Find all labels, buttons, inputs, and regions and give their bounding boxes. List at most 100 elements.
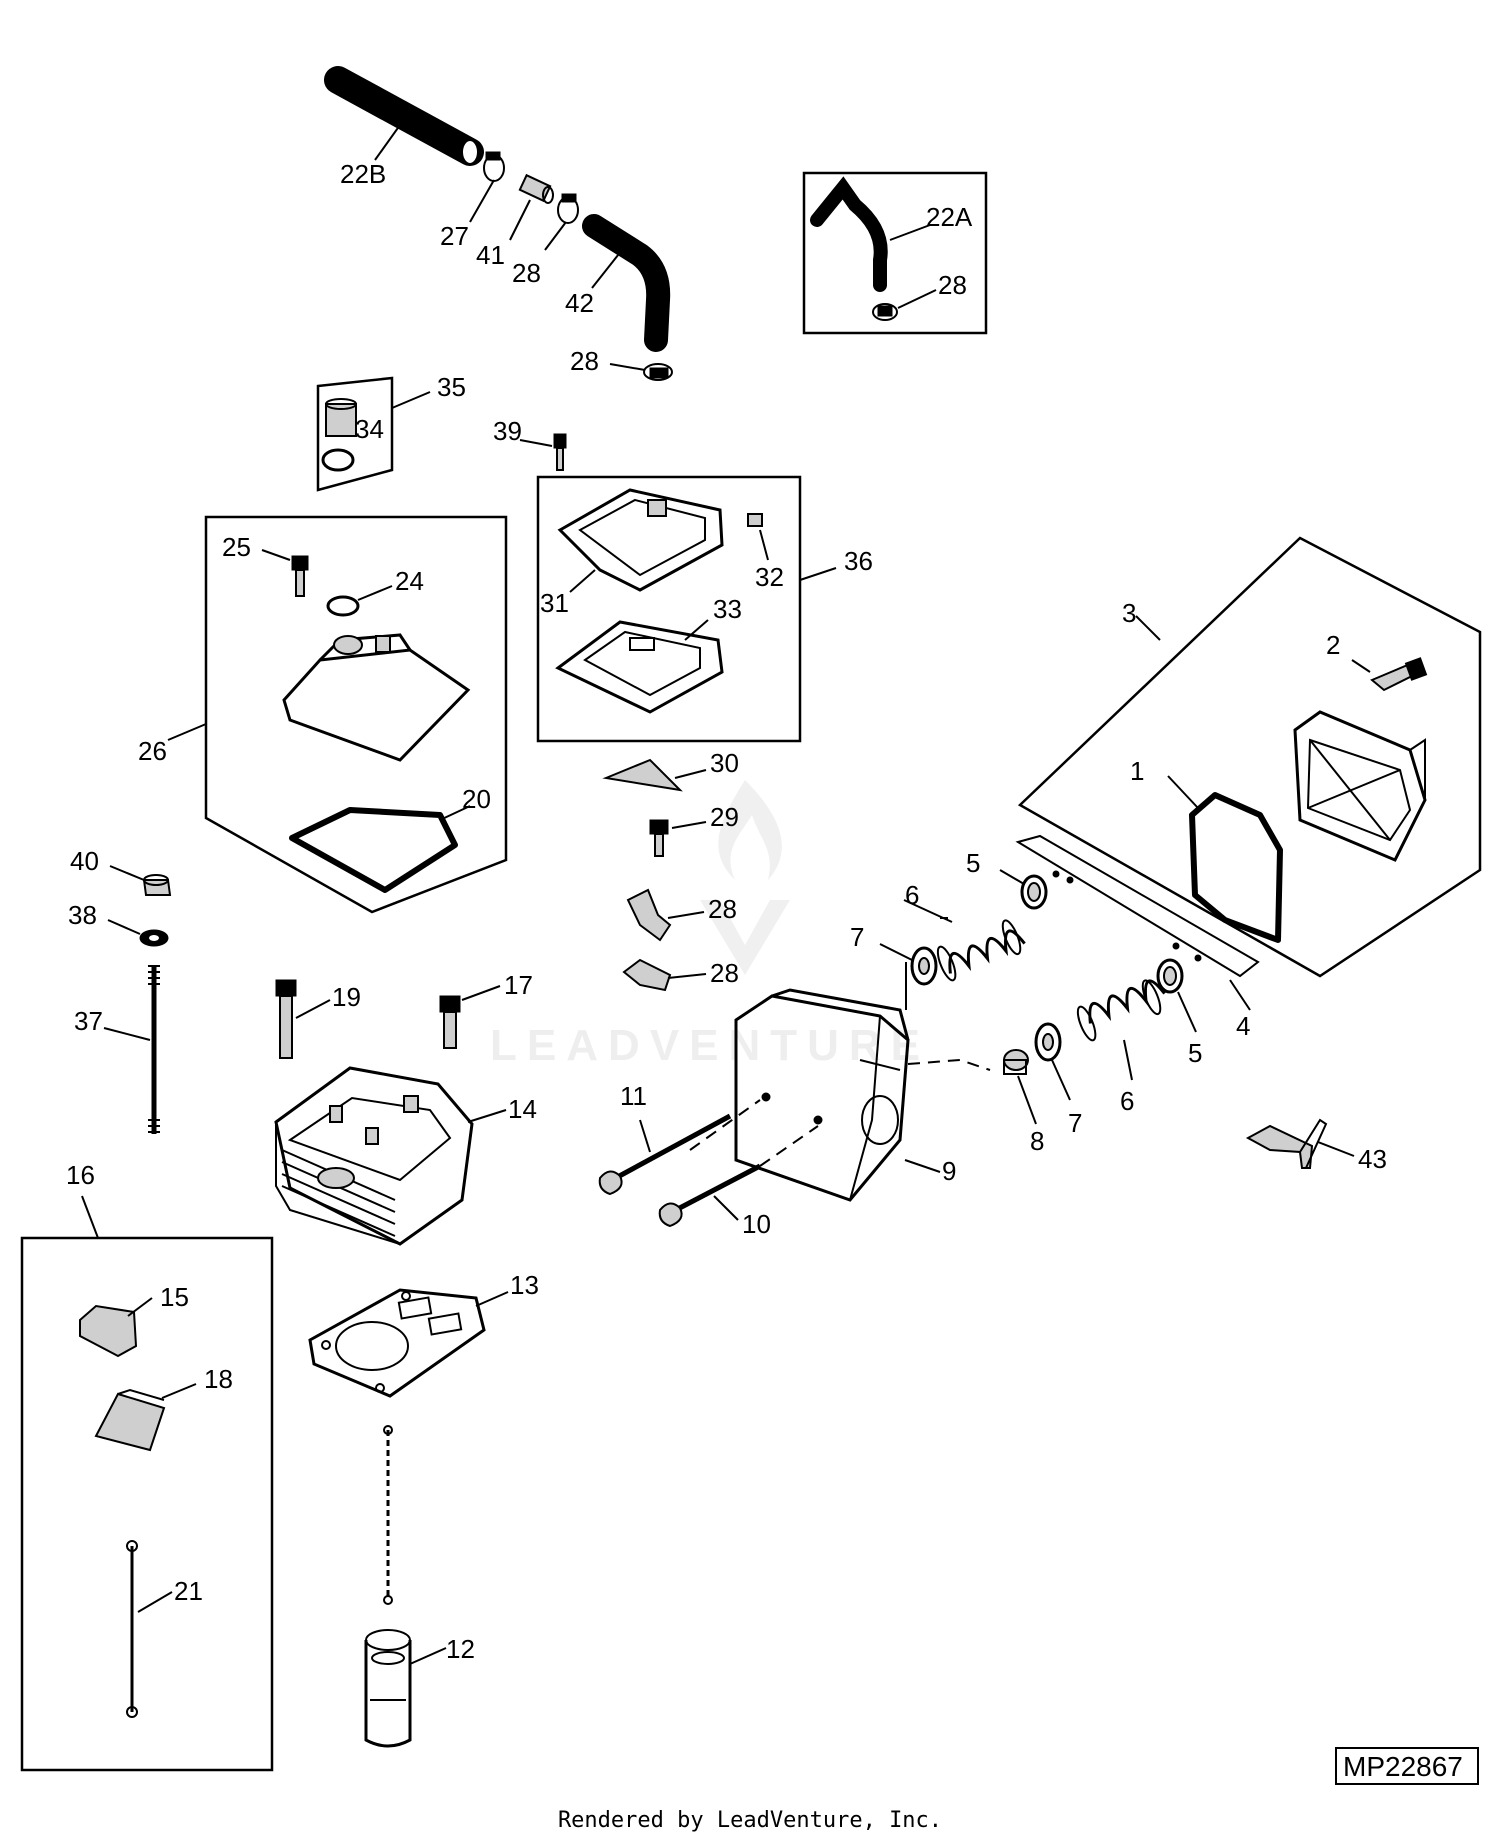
callout-15: 14 [508, 1094, 537, 1124]
callout-29: 28 [710, 958, 739, 988]
callout-22a: 22A [926, 202, 973, 232]
part-25-valve-cover [282, 633, 471, 762]
callout-14: 13 [510, 1270, 539, 1300]
callout-8: 8 [1030, 1126, 1044, 1156]
part-34-plug [747, 513, 763, 527]
callout-6-b: 6 [1120, 1086, 1134, 1116]
part-28-clamp-d [872, 303, 898, 321]
part-24-bolt [291, 555, 309, 597]
callout-1: 1 [1130, 756, 1144, 786]
callout-9: 9 [942, 1156, 956, 1186]
part-6-spring-b [1076, 979, 1166, 1042]
callout-5-b: 5 [1188, 1038, 1202, 1068]
callout-4: 4 [1236, 1011, 1250, 1041]
callout-37: 39 [493, 416, 522, 446]
part-15-cylinder-head [274, 1066, 474, 1246]
callout-24: 25 [222, 532, 251, 562]
callout-34: 32 [755, 562, 784, 592]
part-7-washer-a [910, 946, 938, 986]
callout-5-a: 5 [966, 848, 980, 878]
part-41-fitting [518, 173, 554, 204]
part-11-valve [598, 1113, 732, 1196]
callout-38: 37 [74, 1006, 103, 1036]
part-30-clip [626, 888, 672, 942]
part-17-plate [79, 1304, 138, 1358]
callout-23: 24 [395, 566, 424, 596]
callout-40: 40 [70, 846, 99, 876]
callout-43: 43 [1358, 1144, 1387, 1174]
callout-28-d: 28 [938, 270, 967, 300]
callout-25: 26 [138, 736, 167, 766]
part-4-plate [1015, 834, 1260, 978]
callout-7-b: 7 [1068, 1108, 1082, 1138]
callout-19: 17 [504, 970, 533, 1000]
callout-6-a: 6 [905, 880, 919, 910]
part-8-seal [1003, 1049, 1029, 1075]
part-1-gasket [1189, 792, 1283, 943]
callout-7-a: 7 [850, 922, 864, 952]
part-39-washer [139, 929, 169, 947]
callout-11: 11 [620, 1081, 647, 1111]
part-push-rod-center [383, 1425, 393, 1605]
callout-32: 30 [710, 748, 739, 778]
callout-28-c: 28 [570, 346, 599, 376]
callout-41: 41 [476, 240, 505, 270]
part-16-guide [94, 1388, 166, 1452]
callout-21: 20 [462, 784, 491, 814]
callout-20: 19 [332, 982, 361, 1012]
part-19-bolt [439, 995, 461, 1049]
reference-code: MP22867 [1343, 1751, 1463, 1782]
part-31-bolt [649, 819, 669, 857]
callout-18: 16 [66, 1160, 95, 1190]
callout-39: 38 [68, 900, 97, 930]
part-33-cover [557, 488, 724, 592]
kit-box-36 [536, 475, 802, 743]
part-21-gasket [289, 807, 458, 893]
part-14-head-gasket [308, 1288, 486, 1398]
callout-2: 2 [1326, 630, 1340, 660]
part-2-bolt [1370, 657, 1428, 692]
part-13-push-rod [126, 1540, 138, 1718]
part-35-gasket [555, 620, 724, 714]
part-28-clamp-b [557, 193, 579, 224]
callout-28-b: 28 [512, 258, 541, 288]
kit-box-25 [204, 515, 508, 914]
part-42-hose [582, 214, 671, 352]
part-32-shield [602, 758, 683, 792]
part-10-valve [658, 1163, 762, 1228]
kit-box-22a [802, 171, 988, 335]
part-6-spring-a [936, 919, 1026, 982]
callout-35: 33 [713, 594, 742, 624]
part-28-clamp-a [483, 151, 505, 182]
callout-12: 12 [446, 1634, 475, 1664]
part-22a-hose [810, 176, 888, 292]
callout-30: 28 [708, 894, 737, 924]
watermark-text: LEADVENTURE [490, 1021, 930, 1070]
callout-42: 42 [565, 288, 594, 318]
part-22b-hose [324, 66, 484, 166]
callout-28-a: 27 [440, 221, 469, 251]
callout-26: 34 [355, 414, 384, 444]
part-7-washer-b [1034, 1022, 1062, 1062]
callout-31: 29 [710, 802, 739, 832]
callout-36: 36 [844, 546, 873, 576]
callout-13: 21 [174, 1576, 203, 1606]
callout-16: 18 [204, 1364, 233, 1394]
part-28-clamp-c [643, 363, 673, 381]
part-26-cap [321, 398, 357, 472]
part-38-stud [148, 965, 160, 1134]
footer-credit: Rendered by LeadVenture, Inc. [557, 1808, 943, 1833]
kit-box-18 [20, 1236, 274, 1772]
kit-box-3 [1017, 536, 1482, 978]
reference-code-box [1335, 1747, 1479, 1785]
part-43-bracket [1245, 1118, 1328, 1169]
part-23-oring [326, 595, 360, 617]
part-5-retainer-b [1156, 958, 1184, 994]
callout-17: 15 [160, 1282, 189, 1312]
part-5-retainer-a [1020, 874, 1048, 910]
kit-box-27 [316, 376, 394, 492]
part-20-bolt [275, 979, 297, 1059]
part-29-clip [622, 958, 672, 992]
part-12-tappet [364, 1629, 412, 1748]
